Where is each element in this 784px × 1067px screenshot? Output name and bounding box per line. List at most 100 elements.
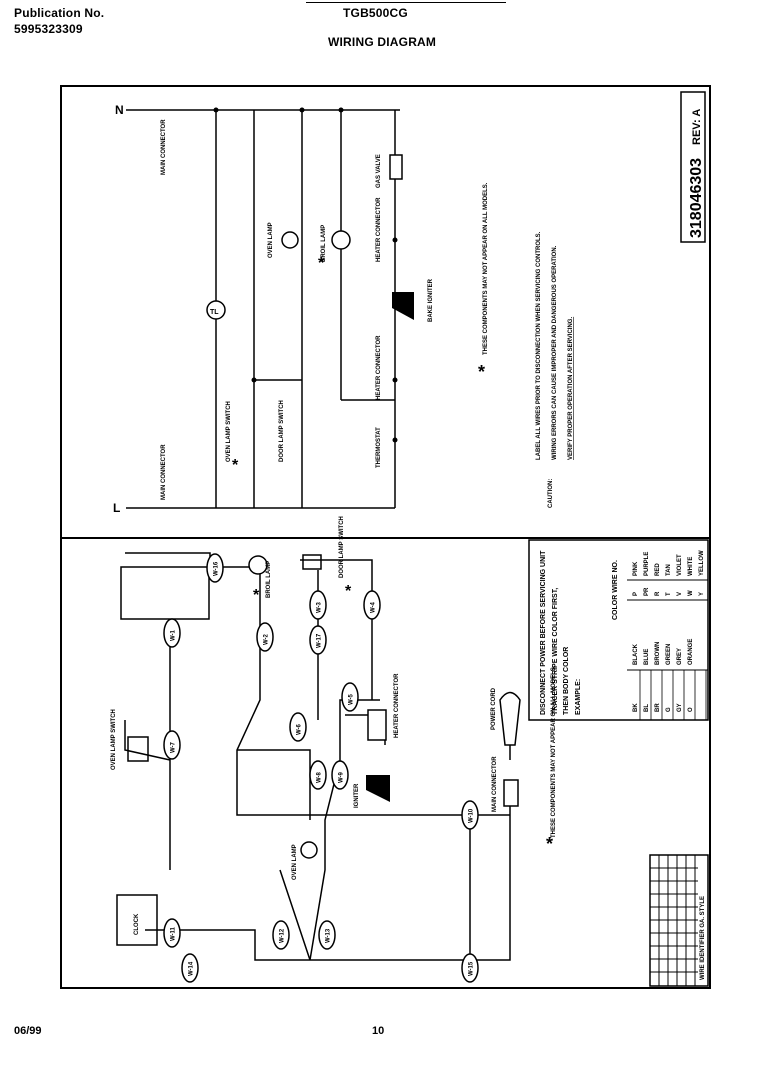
- asterisk-3: *: [253, 587, 260, 604]
- wire-marker-label: W-14: [189, 961, 195, 976]
- color-code-text: RED: [655, 563, 661, 576]
- diagram-title: WIRING DIAGRAM: [328, 35, 437, 49]
- wire-marker-label: W-17: [317, 633, 323, 648]
- wire-marker-label: W-2: [264, 633, 270, 645]
- color-code-text: Y: [699, 592, 705, 596]
- color-code-text: GREEN: [666, 644, 672, 665]
- wire-marker: W-1: [163, 618, 181, 648]
- power-cord-plug-icon: [499, 691, 521, 746]
- wire-marker-label: W-10: [469, 808, 475, 823]
- bake-igniter-label: BAKE IGNITER: [428, 278, 434, 322]
- oven-lamp-switch-icon: [127, 736, 149, 762]
- asterisk-4: *: [345, 583, 352, 600]
- main-connector-label-top: MAIN CONNECTOR: [161, 119, 167, 175]
- main-connector-icon: [503, 779, 519, 807]
- wire-marker: W-8: [309, 760, 327, 790]
- footer-page-number: 10: [372, 1025, 385, 1037]
- asterisk-note-marker-2: *: [546, 834, 553, 854]
- wire-marker-label: W-4: [371, 601, 377, 613]
- color-code-text: GREY: [677, 648, 683, 665]
- wire-marker: W-2: [256, 622, 274, 652]
- heater-connector-label-1: HEATER CONNECTOR: [376, 197, 382, 262]
- wire-marker-label: W-3: [317, 601, 323, 613]
- clock-label: CLOCK: [134, 913, 140, 935]
- line-label: L: [113, 501, 120, 515]
- wire-marker: W-7: [163, 730, 181, 760]
- publication-number: 5995323309: [14, 22, 83, 36]
- gas-valve-label: GAS VALVE: [376, 154, 382, 188]
- door-lamp-switch-label: DOOR LAMP SWITCH: [279, 400, 285, 462]
- tl-label: TL: [210, 309, 219, 316]
- wire-marker: W-12: [272, 920, 290, 950]
- wire-marker-label: W-8: [317, 771, 323, 783]
- part-number: 318046303: [688, 158, 705, 238]
- color-code-text: PINK: [633, 561, 639, 576]
- wire-marker: W-13: [318, 920, 336, 950]
- part-number-box: 318046303 REV: A REV: A: [680, 91, 706, 243]
- oven-lamp-label-2: OVEN LAMP: [292, 844, 298, 880]
- legend-disconnect-title: DISCONNECT POWER BEFORE SERVICING UNIT: [540, 550, 547, 715]
- color-code-rows: BKBLACKPPINKBLBLUEPRPURPLEBRBROWNRREDGGR…: [633, 550, 707, 720]
- broil-lamp-label: BROIL LAMP: [321, 225, 327, 262]
- revision-label: REV: A: [691, 109, 703, 145]
- wire-marker-label: W-7: [171, 741, 177, 753]
- color-code-text: T: [666, 592, 672, 596]
- neutral-label: N: [115, 103, 124, 117]
- wire-marker: W-3: [309, 590, 327, 620]
- color-code-text: BLUE: [644, 649, 650, 665]
- igniter-pictorial-icon: [366, 775, 390, 802]
- pictorial-frame: [60, 537, 711, 989]
- color-code-text: P: [633, 592, 639, 596]
- asterisk-note-text-2: THESE COMPONENTS MAY NOT APPEAR ON ALL M…: [551, 665, 557, 838]
- color-code-text: TAN: [666, 564, 672, 576]
- top-rule: [306, 2, 506, 3]
- heater-connector-icon: [367, 709, 387, 741]
- color-code-text: WHITE: [688, 557, 694, 576]
- asterisk-note-text: THESE COMPONENTS MAY NOT APPEAR ON ALL M…: [483, 182, 489, 355]
- igniter-icon: [392, 292, 414, 320]
- door-lamp-switch-label-2: DOOR LAMP SWITCH: [339, 516, 345, 578]
- color-code-text: BL: [644, 704, 650, 712]
- asterisk-2: *: [318, 255, 325, 272]
- color-code-text: BROWN: [655, 642, 661, 665]
- model-number: TGB500CG: [343, 6, 408, 20]
- schematic-junctions: [213, 107, 398, 443]
- color-code-text: BLACK: [633, 643, 639, 665]
- broil-lamp-label-2: BROIL LAMP: [266, 561, 272, 598]
- wire-marker-label: W-16: [214, 561, 220, 576]
- thermostat-label: THERMOSTAT: [376, 427, 382, 468]
- wire-marker-label: W-15: [469, 961, 475, 976]
- wire-table-header: WIRE IDENTIFIER GA. STYLE: [700, 896, 706, 980]
- main-connector-label-3: MAIN CONNECTOR: [492, 756, 498, 812]
- oven-lamp-label: OVEN LAMP: [268, 222, 274, 258]
- igniter-label: IGNITER: [354, 783, 360, 808]
- color-code-text: VIOLET: [677, 554, 683, 576]
- wire-marker: W-15: [461, 953, 479, 983]
- color-code-text: PURPLE: [644, 552, 650, 576]
- legend-tracer-line-2: THEN BODY COLOR: [563, 647, 570, 715]
- color-code-text: PR: [644, 587, 650, 596]
- wire-marker: W-10: [461, 800, 479, 830]
- color-code-text: GY: [677, 703, 683, 712]
- legend-example-label: EXAMPLE:: [575, 679, 582, 715]
- caution-line-3: VERIFY PROPER OPERATION AFTER SERVICING.: [568, 317, 574, 460]
- publication-label: Publication No.: [14, 6, 105, 20]
- wire-marker: W-5: [341, 682, 359, 712]
- caution-line-2: WIRING ERRORS CAN CAUSE IMPROPER AND DAN…: [552, 245, 558, 460]
- wire-marker-label: W-6: [297, 723, 303, 735]
- color-code-text: BR: [655, 703, 661, 712]
- oven-lamp-icon: [281, 231, 299, 249]
- legend-color-wire-header: COLOR WIRE NO.: [612, 560, 619, 620]
- wire-marker: W-11: [163, 918, 181, 948]
- schematic-lines: [126, 109, 400, 509]
- wire-marker: W-6: [289, 712, 307, 742]
- gas-valve-icon: [389, 154, 403, 180]
- broil-lamp-icon: [331, 230, 351, 250]
- legend-tracer-line-1: TRACER STRIPE WIRE COLOR FIRST,: [552, 588, 559, 715]
- color-code-text: O: [688, 707, 694, 712]
- clock-icon: [116, 894, 158, 946]
- wire-marker-label: W-12: [280, 928, 286, 943]
- footer-date: 06/99: [14, 1025, 42, 1037]
